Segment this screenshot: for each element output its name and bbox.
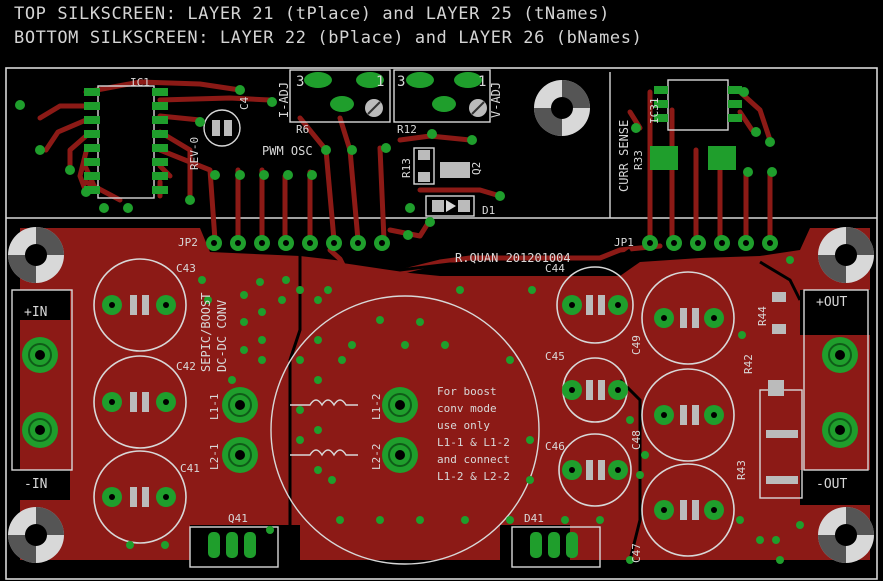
silkscreen-header: TOP SILKSCREEN: LAYER 21 (tPlace) and LA… xyxy=(0,0,883,58)
label-c43: C43 xyxy=(176,262,196,275)
header-line-top-silkscreen: TOP SILKSCREEN: LAYER 21 (tPlace) and LA… xyxy=(14,4,610,24)
label-r43: R43 xyxy=(735,460,748,480)
label-out-plus: +OUT xyxy=(816,295,847,310)
label-pwm: PWM OSC xyxy=(262,144,313,158)
board-outline xyxy=(5,67,878,580)
label-l2-1: L2-1 xyxy=(208,444,221,471)
label-rev: REV-0 xyxy=(188,137,201,170)
label-d1: D1 xyxy=(482,204,495,217)
label-in-plus: +IN xyxy=(24,305,47,320)
vias xyxy=(15,85,804,564)
label-sepic-2: DC-DC CONV xyxy=(215,300,229,372)
note-line-5: and connect xyxy=(437,453,510,466)
ic31-pads xyxy=(654,86,742,122)
label-jp1: JP1 xyxy=(614,236,634,249)
silk-labels: IC1 C4 REV-0 PWM OSC I-ADJ V-ADJ R6 R12 … xyxy=(24,74,847,563)
label-c41: C41 xyxy=(180,462,200,475)
pour-isolation-traces xyxy=(288,245,802,561)
label-r13: R13 xyxy=(400,158,413,178)
label-v-adj: V-ADJ xyxy=(489,82,503,118)
label-c45: C45 xyxy=(545,350,565,363)
note-line-2: conv mode xyxy=(437,402,497,415)
label-q2: Q2 xyxy=(470,162,483,175)
label-out-minus: -OUT xyxy=(816,477,847,492)
label-ic31: IC31 xyxy=(648,98,661,125)
mounting-hole-tl xyxy=(8,227,64,283)
note-line-4: L1-1 & L1-2 xyxy=(437,436,510,449)
silk-outlines xyxy=(11,69,869,568)
label-i-adj: I-ADJ xyxy=(277,82,291,118)
label-author: R.QUAN 201201004 xyxy=(455,251,571,265)
label-curr-sense: CURR SENSE xyxy=(617,120,631,192)
label-l1-2: L1-2 xyxy=(370,394,383,421)
note-line-1: For boost xyxy=(437,385,497,398)
label-num3a: 3 xyxy=(296,74,304,90)
label-r12: R12 xyxy=(397,123,417,136)
label-q41: Q41 xyxy=(228,512,248,525)
sense-resistors xyxy=(766,292,798,484)
to220-pads xyxy=(208,532,578,558)
label-c42: C42 xyxy=(176,360,196,373)
label-l2-2: L2-2 xyxy=(370,444,383,471)
small-parts xyxy=(418,150,470,212)
fiducial-top xyxy=(534,80,590,136)
inductor-symbols xyxy=(290,399,358,457)
electrolytic-capacitors xyxy=(93,258,735,557)
label-c47: C47 xyxy=(630,543,643,563)
header-pins xyxy=(206,235,778,251)
label-c48: C48 xyxy=(630,430,643,450)
r33-pads xyxy=(650,146,736,170)
header-pin-holes xyxy=(211,240,773,246)
mounting-hole-br xyxy=(818,507,874,563)
label-jp2: JP2 xyxy=(178,236,198,249)
mounting-holes xyxy=(8,80,874,563)
note-line-3: use only xyxy=(437,419,490,432)
label-c44: C44 xyxy=(545,262,565,275)
mounting-hole-tr xyxy=(818,227,874,283)
note-line-6: L1-2 & L2-2 xyxy=(437,470,510,483)
mounting-hole-bl xyxy=(8,507,64,563)
label-r44: R44 xyxy=(756,306,769,326)
label-c4: C4 xyxy=(238,96,251,110)
label-num1b: 1 xyxy=(478,74,486,90)
c4-capacitor xyxy=(203,109,241,147)
label-r42: R42 xyxy=(742,354,755,374)
power-pads xyxy=(22,337,858,473)
label-r33: R33 xyxy=(632,150,645,170)
label-num1a: 1 xyxy=(376,74,384,90)
label-in-minus: -IN xyxy=(24,477,47,492)
label-c49: C49 xyxy=(630,335,643,355)
label-c46: C46 xyxy=(545,440,565,453)
trimmer-pots xyxy=(304,72,487,117)
label-d41: D41 xyxy=(524,512,544,525)
label-l1-1: L1-1 xyxy=(208,394,221,421)
ic1-pads xyxy=(84,88,168,194)
label-num3b: 3 xyxy=(397,74,405,90)
header-line-bottom-silkscreen: BOTTOM SILKSCREEN: LAYER 22 (bPlace) and… xyxy=(14,28,643,48)
label-sepic-1: SEPIC/BOOST xyxy=(199,293,213,372)
label-r6: R6 xyxy=(296,123,309,136)
label-ic1: IC1 xyxy=(130,76,150,89)
